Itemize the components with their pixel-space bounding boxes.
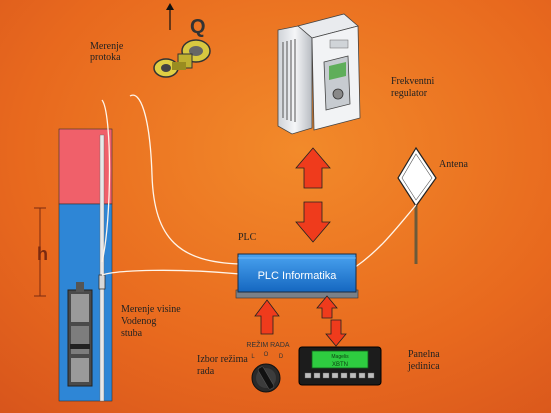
- antenna-icon: [397, 146, 437, 264]
- plc-caption: PLC: [238, 232, 257, 243]
- panel-brand: Magelis: [331, 354, 349, 360]
- mode-select-label: Izbor režima rada: [197, 354, 250, 377]
- operator-panel: [298, 346, 382, 386]
- panel-unit-label: Panelna jedinica: [407, 349, 442, 372]
- flow-measure-label: Merenje protoka: [90, 41, 126, 63]
- plc-box-label: PLC Informatika: [258, 270, 338, 282]
- frequency-regulator-device: [277, 13, 361, 135]
- flow-meter-icon: [153, 39, 211, 78]
- mode-position-o: O: [264, 352, 269, 358]
- panel-keys: [304, 372, 375, 379]
- flow-direction-arrow: [166, 3, 174, 30]
- height-dimension: [34, 207, 46, 297]
- level-measure-label: Merenje visine Vodenog stuba: [121, 304, 183, 339]
- level-sensor: [98, 274, 106, 290]
- plc-panel-double-arrow: [316, 295, 347, 347]
- height-symbol: h: [37, 244, 48, 264]
- mode-to-plc-arrow: [254, 299, 280, 335]
- panel-model: XBTN: [332, 362, 348, 368]
- submersible-pump: [67, 282, 93, 387]
- mode-position-d: D: [279, 354, 284, 360]
- mode-position-l: L: [251, 354, 255, 360]
- plc-unit: [235, 253, 359, 299]
- frequency-regulator-label: Frekventni regulator: [391, 76, 437, 99]
- vfd-plc-double-arrow: [295, 147, 331, 243]
- antenna-label: Antena: [439, 159, 468, 170]
- signal-cables: [101, 94, 417, 276]
- mode-selector-switch[interactable]: [251, 363, 281, 393]
- mode-title: REŽIM RADA: [246, 340, 290, 349]
- flow-symbol: Q: [190, 16, 206, 38]
